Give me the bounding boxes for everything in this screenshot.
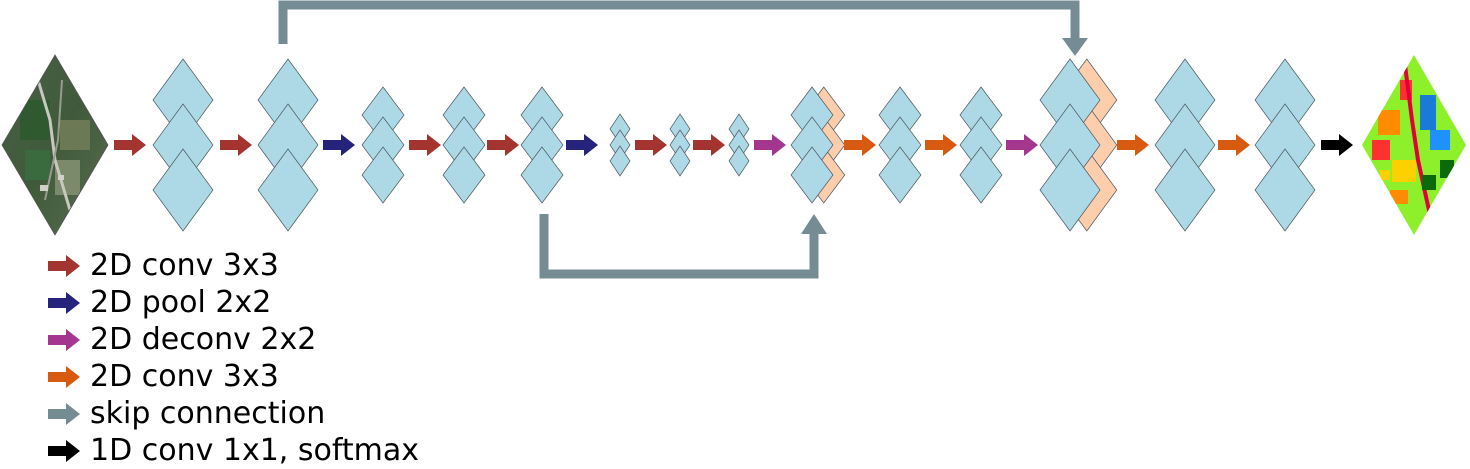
feature-map [609, 145, 631, 177]
op-arrow-conv-up [1218, 134, 1250, 156]
legend-arrow-conv1x1-icon [48, 439, 80, 462]
skip-connection-bottom-arrowhead [801, 214, 827, 234]
layer-stack-5 [520, 86, 564, 204]
feature-map [361, 146, 405, 204]
layer-stack-7 [669, 113, 691, 177]
legend-label: 2D pool 2x2 [90, 285, 272, 320]
op-arrow-conv-up [1117, 134, 1149, 156]
feature-map [790, 146, 834, 204]
legend-item-skip: skip connection [46, 395, 419, 432]
feature-map [1039, 148, 1101, 232]
feature-map [1254, 148, 1316, 232]
layer-stack-4 [442, 86, 486, 204]
op-arrow-conv-down [635, 134, 667, 156]
feature-map [520, 146, 564, 204]
input-satellite-image [1, 54, 109, 236]
legend-label: skip connection [90, 396, 326, 431]
skip-connection-top [278, 0, 1080, 44]
legend-item-pool: 2D pool 2x2 [46, 284, 419, 321]
layer-stack-10 [878, 86, 922, 204]
layer-stack-12 [1039, 58, 1118, 232]
feature-map-layers [152, 58, 1316, 232]
feature-map [1154, 148, 1216, 232]
feature-map [959, 146, 1003, 204]
op-arrow-pool [323, 134, 355, 156]
layer-stack-2 [257, 58, 319, 232]
output-segmentation-map [1362, 55, 1466, 235]
feature-map [669, 145, 691, 177]
skip-connection-bottom [539, 214, 819, 279]
op-arrow-conv-down [693, 134, 725, 156]
feature-map [442, 146, 486, 204]
feature-map [728, 145, 750, 177]
layer-stack-1 [152, 58, 214, 232]
legend-label: 1D conv 1x1, softmax [90, 433, 420, 468]
legend-arrow-skip-icon [48, 402, 80, 425]
op-arrow-pool [566, 134, 598, 156]
layer-stack-9 [790, 86, 846, 204]
op-arrow-conv-down [220, 134, 252, 156]
layer-stack-8 [728, 113, 750, 177]
layer-stack-6 [609, 113, 631, 177]
feature-map [152, 148, 214, 232]
op-arrow-conv-down [487, 134, 519, 156]
layer-stack-14 [1254, 58, 1316, 232]
legend-label: 2D deconv 2x2 [90, 322, 317, 357]
op-arrow-conv-down [114, 134, 146, 156]
layer-stack-3 [361, 86, 405, 204]
legend: 2D conv 3x3 2D pool 2x2 2D deconv 2x2 2D… [46, 247, 419, 469]
legend-arrow-conv-down-icon [48, 254, 80, 277]
legend-item-conv-up: 2D conv 3x3 [46, 358, 419, 395]
layer-stack-13 [1154, 58, 1216, 232]
legend-label: 2D conv 3x3 [90, 359, 279, 394]
legend-arrow-pool-icon [48, 291, 80, 314]
feature-map [257, 148, 319, 232]
op-arrow-deconv [754, 134, 786, 156]
operation-arrows [114, 134, 1353, 156]
legend-item-conv-down: 2D conv 3x3 [46, 247, 419, 284]
op-arrow-conv1x1 [1321, 134, 1353, 156]
legend-arrow-deconv-icon [48, 328, 80, 351]
op-arrow-deconv [1006, 134, 1038, 156]
legend-arrow-conv-up-icon [48, 365, 80, 388]
skip-connection-top-arrowhead [1062, 38, 1088, 56]
legend-item-deconv: 2D deconv 2x2 [46, 321, 419, 358]
legend-label: 2D conv 3x3 [90, 248, 279, 283]
legend-item-conv1x1: 1D conv 1x1, softmax [46, 432, 419, 469]
op-arrow-conv-down [409, 134, 441, 156]
op-arrow-conv-up [925, 134, 957, 156]
feature-map [878, 146, 922, 204]
layer-stack-11 [959, 86, 1003, 204]
op-arrow-conv-up [844, 134, 876, 156]
